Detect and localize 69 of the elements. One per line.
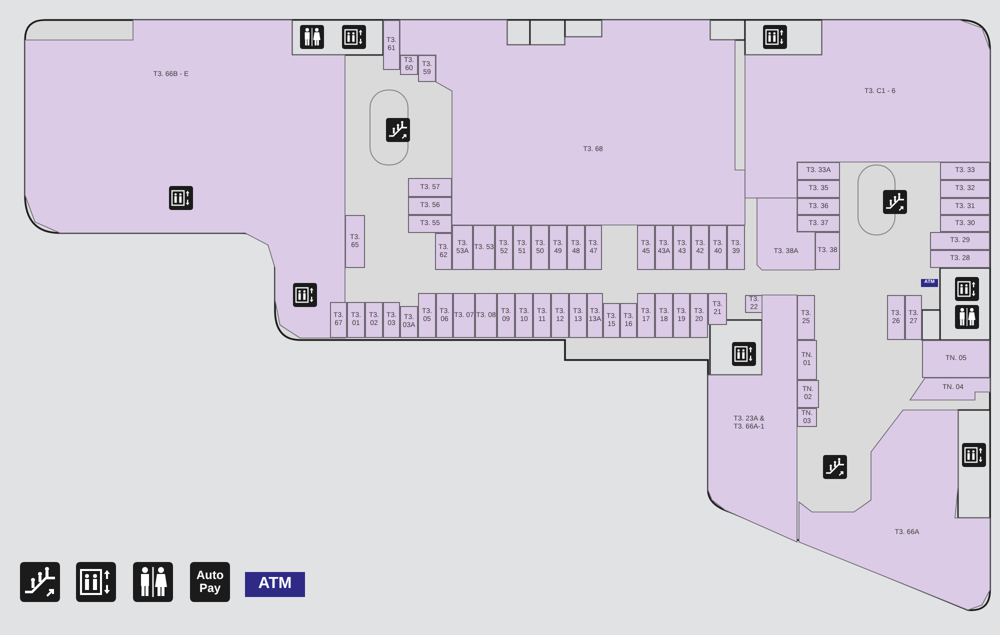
shop-unit <box>922 340 990 378</box>
shop-unit <box>797 380 819 408</box>
atm-sign: ATM <box>245 572 305 597</box>
shop-unit <box>330 302 347 338</box>
shop-unit <box>567 225 585 270</box>
shop-unit <box>585 225 602 270</box>
shop-unit <box>452 225 473 270</box>
shop-unit <box>551 293 569 338</box>
shop-unit <box>940 198 990 215</box>
shop-unit <box>910 378 990 400</box>
shop-unit <box>25 20 345 338</box>
shop-unit <box>690 293 708 338</box>
shop-unit <box>691 225 709 270</box>
shop-unit <box>365 302 383 338</box>
shop-unit <box>418 55 436 82</box>
shop-unit <box>797 295 815 340</box>
shop-unit <box>940 180 990 198</box>
shop-unit <box>637 293 655 338</box>
shop-unit <box>745 20 990 198</box>
shop-unit <box>887 295 905 340</box>
shop-unit <box>383 20 400 70</box>
shop-unit <box>453 293 475 338</box>
shop-unit <box>797 215 840 232</box>
shop-unit <box>533 293 551 338</box>
shop-unit <box>408 197 452 215</box>
shop-unit <box>497 293 515 338</box>
shop-unit <box>797 340 817 380</box>
shop-unit <box>587 293 603 338</box>
shop-unit <box>436 293 453 338</box>
shop-unit <box>930 232 990 250</box>
shop-unit <box>603 303 620 338</box>
shop-unit <box>940 162 990 180</box>
payment-sign: Auto Pay <box>190 562 230 602</box>
shop-unit <box>905 295 922 340</box>
shop-unit <box>473 225 495 270</box>
shop-unit <box>400 20 745 225</box>
shop-unit <box>408 178 452 197</box>
shop-unit <box>708 293 727 325</box>
shop-unit <box>930 250 990 268</box>
shop-unit <box>531 225 549 270</box>
shop-unit <box>815 232 840 270</box>
shop-unit <box>408 215 452 233</box>
shop-unit <box>620 303 637 338</box>
shop-unit <box>940 215 990 232</box>
shop-unit <box>797 408 817 427</box>
shop-unit <box>515 293 533 338</box>
shop-unit <box>799 410 990 610</box>
shop-unit <box>569 293 587 338</box>
shop-unit <box>709 225 727 270</box>
shop-unit <box>495 225 513 270</box>
shop-unit <box>435 233 452 270</box>
shop-unit <box>418 293 436 338</box>
shop-unit <box>727 225 745 270</box>
shop-unit <box>797 180 840 198</box>
shop-unit <box>345 215 365 268</box>
shop-unit <box>673 225 691 270</box>
shop-unit <box>797 198 840 215</box>
shop-unit <box>708 295 797 542</box>
shop-unit <box>383 302 400 338</box>
shop-unit <box>549 225 567 270</box>
shop-unit <box>475 293 497 338</box>
shop-unit <box>797 162 840 180</box>
shop-unit <box>655 293 673 338</box>
shop-unit <box>347 302 365 338</box>
shop-unit <box>400 306 418 338</box>
shop-unit <box>673 293 690 338</box>
shop-unit <box>655 225 673 270</box>
shop-unit <box>513 225 531 270</box>
shop-unit <box>637 225 655 270</box>
